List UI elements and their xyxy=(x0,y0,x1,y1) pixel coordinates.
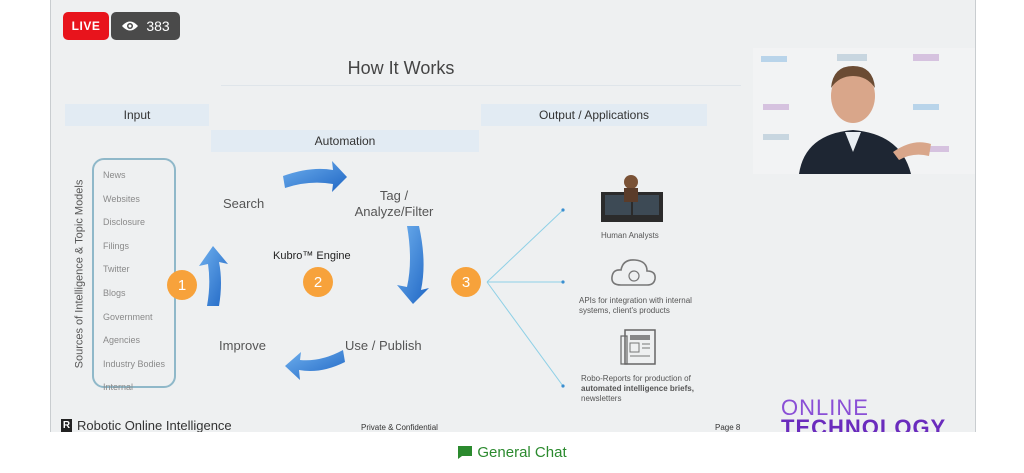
live-badge: LIVE xyxy=(63,12,109,40)
engine-label: Kubro™ Engine xyxy=(273,250,351,262)
flow-arrows xyxy=(199,161,565,388)
title-divider xyxy=(221,85,741,86)
speaker-image xyxy=(753,48,975,174)
output-robo-reports: Robo-Reports for production of automated… xyxy=(581,374,694,403)
step-badge-2: 2 xyxy=(303,267,333,297)
source-item: Blogs xyxy=(103,287,126,298)
slide-page-number: Page 8 xyxy=(715,423,741,432)
eye-icon xyxy=(122,21,139,31)
source-item: Government xyxy=(103,311,153,322)
analyst-icon xyxy=(601,175,663,222)
arrow-tag-to-publish xyxy=(397,226,429,304)
output-band: Output / Applications xyxy=(481,104,707,126)
newsletter-icon xyxy=(620,329,656,365)
source-item: News xyxy=(103,170,126,180)
source-item: Websites xyxy=(103,193,140,204)
flow-search: Search xyxy=(223,196,265,211)
slide-footer-company: R Robotic Online Intelligence xyxy=(61,418,232,432)
source-item: Filings xyxy=(103,240,130,251)
arrow-search-to-tag xyxy=(283,161,347,192)
output-apis: APIs for integration with internal syste… xyxy=(579,296,692,315)
flow-use-publish: Use / Publish xyxy=(345,338,422,353)
source-item: Internal xyxy=(103,382,134,393)
general-chat-tab[interactable]: General Chat xyxy=(0,440,1024,464)
step-badge-1: 1 xyxy=(167,270,197,300)
company-logo: R xyxy=(61,419,72,432)
flow-improve: Improve xyxy=(219,338,266,353)
source-item: Agencies xyxy=(103,335,141,346)
input-band: Input xyxy=(65,104,209,126)
viewer-count: 383 xyxy=(146,18,170,34)
speaker-camera xyxy=(753,48,975,174)
flow-tag-analyze: Tag / Analyze/Filter xyxy=(354,188,434,219)
cloud-sync-icon xyxy=(611,259,656,286)
output-analysts: Human Analysts xyxy=(601,231,659,240)
slide-footer-confidential: Private & Confidential xyxy=(361,423,438,432)
source-item: Disclosure xyxy=(103,217,146,228)
arrow-publish-to-improve xyxy=(285,350,345,380)
general-chat-label: General Chat xyxy=(477,443,567,461)
source-item: Industry Bodies xyxy=(103,358,166,369)
video-player[interactable]: LIVE 383 How It Works Input Automation O… xyxy=(50,0,976,432)
event-logo: ONLINE TECHNOLOGY xyxy=(781,395,947,433)
arrow-improve-to-search xyxy=(199,246,228,306)
slide-title: How It Works xyxy=(347,58,455,78)
chat-icon xyxy=(458,445,473,459)
automation-band: Automation xyxy=(211,130,479,152)
viewer-count-badge: 383 xyxy=(111,12,180,40)
step-badge-3: 3 xyxy=(451,267,481,297)
source-item: Twitter xyxy=(103,264,130,275)
